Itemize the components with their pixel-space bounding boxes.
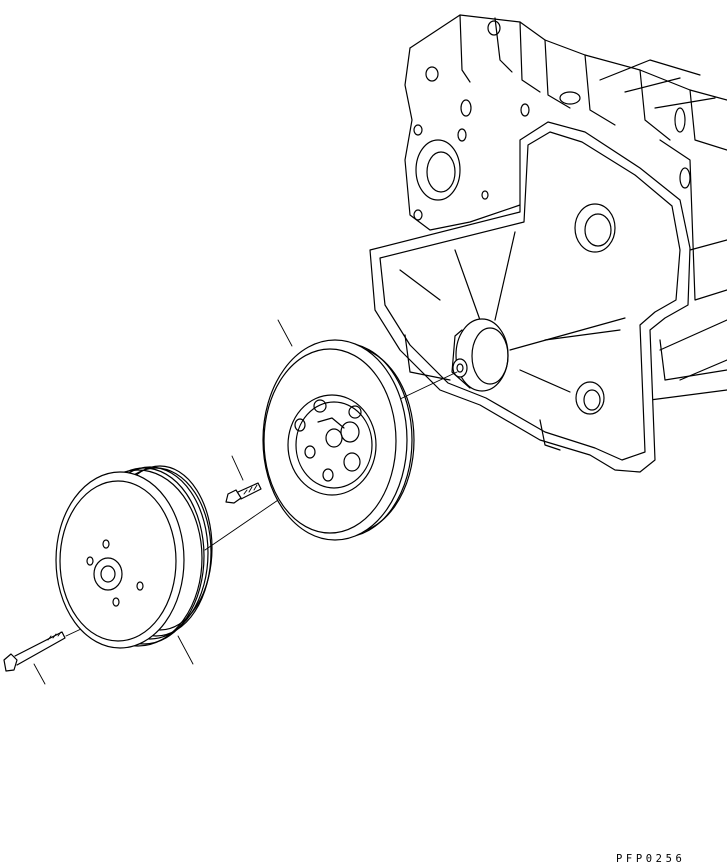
engine-block [369, 14, 727, 473]
figure-reference-code: PFP0256 [616, 853, 686, 865]
front-pulley [55, 465, 213, 665]
pulley-long-bolt [3, 631, 66, 685]
crank-damper-pulley [262, 319, 415, 541]
damper-bolt [225, 455, 262, 504]
